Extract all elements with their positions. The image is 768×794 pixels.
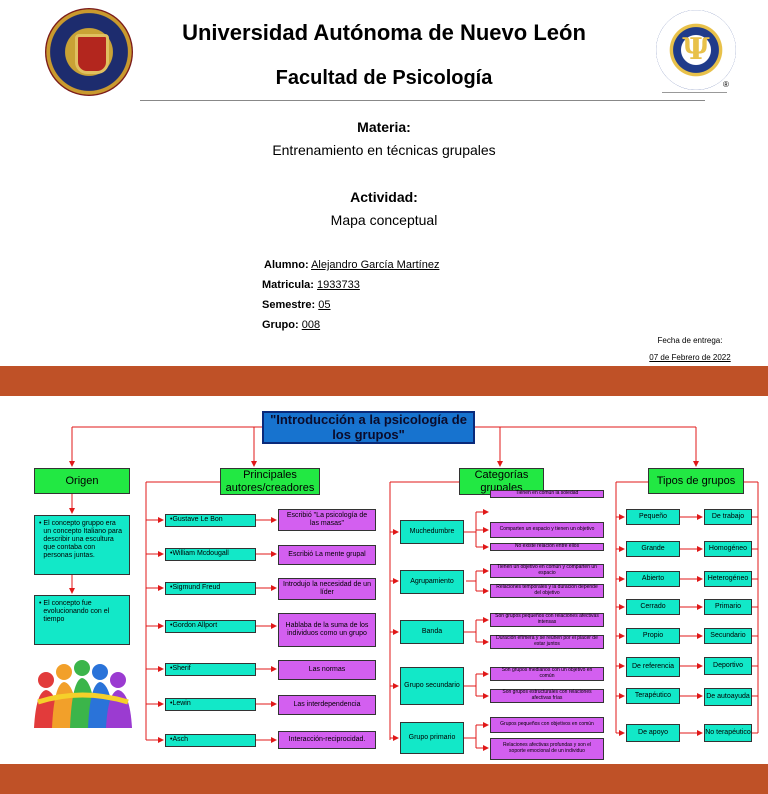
registered-mark: ®: [723, 80, 729, 89]
categoria-detail: Son grupos estructurales con relaciones …: [490, 689, 604, 703]
categoria-detail: Comparten un espacio y tienen un objetiv…: [490, 522, 604, 538]
tipo-right: Primario: [704, 599, 752, 615]
autor-name-text: Sherif: [172, 665, 191, 673]
actividad-value: Mapa conceptual: [330, 212, 438, 228]
grupo-value: 008: [301, 319, 321, 331]
autor-name: • Asch: [165, 734, 256, 747]
tipo-left: Abierto: [626, 571, 680, 587]
alumno-label: Alumno:: [264, 259, 309, 271]
semestre-row: Semestre: 05: [262, 299, 331, 311]
semestre-value: 05: [318, 299, 331, 311]
autor-detail: Las interdependencia: [278, 695, 376, 715]
grupo-label: Grupo:: [262, 319, 299, 331]
tipo-left: Cerrado: [626, 599, 680, 615]
fecha-label: Fecha de entrega:: [657, 336, 723, 345]
matricula-label: Matricula:: [262, 279, 314, 291]
tipo-right: Deportivo: [704, 657, 752, 675]
tipo-right: De autoayuda: [704, 688, 752, 706]
university-title: Universidad Autónoma de Nuevo León: [182, 20, 586, 45]
categoria-detail: Tienen un objetivo en común y comparten …: [490, 564, 604, 578]
categoria-detail: No existe relación entre ellos: [490, 543, 604, 551]
top-color-band: [0, 366, 768, 396]
faculty-title: Facultad de Psicología: [275, 67, 493, 89]
autor-name: • Gordon Allport: [165, 620, 256, 633]
tipo-left: Propio: [626, 628, 680, 644]
bottom-color-band: [0, 764, 768, 794]
autor-name: • William Mcdougall: [165, 548, 256, 561]
autor-detail: Interacción-reciprocidad.: [278, 731, 376, 749]
tipo-right: De trabajo: [704, 509, 752, 525]
semestre-label: Semestre:: [262, 299, 316, 311]
header-divider: [140, 100, 705, 101]
psychology-faculty-logo: Ψ: [656, 10, 736, 90]
categoria-name: Agrupamiento: [400, 570, 464, 594]
autor-name-text: Asch: [172, 736, 189, 744]
materia-value: Entrenamiento en técnicas grupales: [272, 142, 496, 158]
autor-name: • Lewin: [165, 698, 256, 711]
autor-detail: Introdujo la necesidad de un líder: [278, 578, 376, 600]
logo-underline: [662, 92, 727, 93]
grupo-row: Grupo: 008: [262, 319, 320, 331]
people-group-image: [34, 660, 132, 728]
tipo-right: No terapéutico: [704, 724, 752, 742]
autor-detail: Las normas: [278, 660, 376, 680]
materia-label: Materia:: [357, 119, 411, 135]
autor-detail: Escribió La mente grupal: [278, 545, 376, 565]
categoria-detail: Duración efímera y se reúnen por el plac…: [490, 635, 604, 649]
tipo-left: De apoyo: [626, 724, 680, 742]
origen-item-1: • El concepto gruppo era un concepto Ita…: [34, 515, 130, 575]
alumno-row: Alumno: Alejandro García Martínez: [264, 259, 439, 271]
categoria-detail: Relaciones temporales y la duración depe…: [490, 584, 604, 598]
alumno-value: Alejandro García Martínez: [311, 259, 440, 271]
autor-name: • Sigmund Freud: [165, 582, 256, 595]
tipo-left: Grande: [626, 541, 680, 557]
categoria-detail: Grupos pequeños con objetivos en común: [490, 717, 604, 733]
autor-name: • Sherif: [165, 663, 256, 676]
fecha-value: 07 de Febrero de 2022: [649, 353, 731, 362]
categoria-detail: Tienen en común la soledad: [490, 490, 604, 498]
categoria-name: Banda: [400, 620, 464, 644]
tipo-left: Pequeño: [626, 509, 680, 525]
autor-name-text: William Mcdougall: [172, 550, 229, 558]
categoria-detail: Son grupos pequeños con relaciones afect…: [490, 613, 604, 627]
origen-item-2-text: El concepto fue evolucionando con el tie…: [43, 600, 110, 624]
tipo-right: Homogéneo: [704, 541, 752, 557]
tipos-heading: Tipos de grupos: [648, 468, 744, 494]
actividad-label: Actividad:: [350, 189, 418, 205]
uanl-logo: [45, 8, 133, 96]
autor-detail: Escribió "La psicología de las masas": [278, 509, 376, 531]
matricula-row: Matricula: 1933733: [262, 279, 360, 291]
categoria-name: Grupo secundario: [400, 667, 464, 705]
categoria-name: Grupo primario: [400, 722, 464, 754]
autor-name-text: Lewin: [172, 700, 191, 708]
autor-detail: Hablaba de la suma de los individuos com…: [278, 613, 376, 647]
autor-name-text: Sigmund Freud: [172, 584, 221, 592]
origen-heading: Origen: [34, 468, 130, 494]
tipo-left: Terapéutico: [626, 688, 680, 704]
tipo-left: De referencia: [626, 657, 680, 677]
tipo-right: Secundario: [704, 628, 752, 644]
categoria-name: Muchedumbre: [400, 520, 464, 544]
autor-name-text: Gustave Le Bon: [172, 516, 223, 524]
matricula-value: 1933733: [317, 279, 360, 291]
origen-item-1-text: El concepto gruppo era un concepto Itali…: [43, 520, 123, 560]
tipo-right: Heterogéneo: [704, 571, 752, 587]
categoria-detail: Relaciones afectivas profundas y son el …: [490, 738, 604, 760]
autores-heading: Principales autores/creadores: [220, 468, 320, 495]
autor-name: • Gustave Le Bon: [165, 514, 256, 527]
categoria-detail: Son grupos medianos con un objetivo en c…: [490, 667, 604, 681]
map-title: "Introducción a la psicología de los gru…: [262, 411, 475, 444]
origen-item-2: • El concepto fue evolucionando con el t…: [34, 595, 130, 645]
autor-name-text: Gordon Allport: [172, 622, 218, 630]
